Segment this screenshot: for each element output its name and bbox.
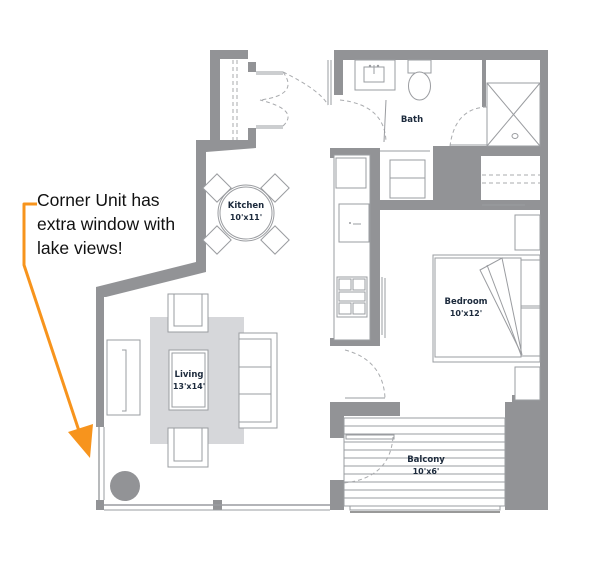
balcony: Balcony 10'x6' bbox=[343, 417, 506, 513]
callout-line-1: Corner Unit has bbox=[37, 190, 160, 210]
callout-line-3: lake views! bbox=[37, 238, 123, 258]
bedroom-label: Bedroom bbox=[444, 297, 487, 307]
balcony-label: Balcony bbox=[407, 455, 445, 465]
entry-door bbox=[282, 60, 332, 106]
callout-text: Corner Unit has extra window with lake v… bbox=[37, 188, 202, 260]
kitchen-label: Kitchen bbox=[228, 201, 264, 211]
callout-line-2: extra window with bbox=[37, 214, 176, 234]
bedroom-size: 10'x12' bbox=[450, 309, 482, 318]
kitchen-size: 10'x11' bbox=[230, 213, 262, 222]
bedroom: Bedroom 10'x12' bbox=[344, 214, 541, 401]
living: Living 13'x14' bbox=[98, 293, 330, 511]
callout-arrow bbox=[22, 202, 93, 458]
bath-label: Bath bbox=[401, 115, 423, 125]
living-label: Living bbox=[175, 370, 204, 380]
balcony-size: 10'x6' bbox=[413, 467, 440, 476]
living-size: 13'x14' bbox=[173, 382, 205, 391]
bedroom-closet bbox=[482, 160, 540, 206]
walls bbox=[96, 50, 548, 510]
kitchen: Kitchen 10'x11' bbox=[202, 154, 383, 341]
closet bbox=[232, 60, 289, 140]
bath: Bath bbox=[339, 59, 541, 199]
